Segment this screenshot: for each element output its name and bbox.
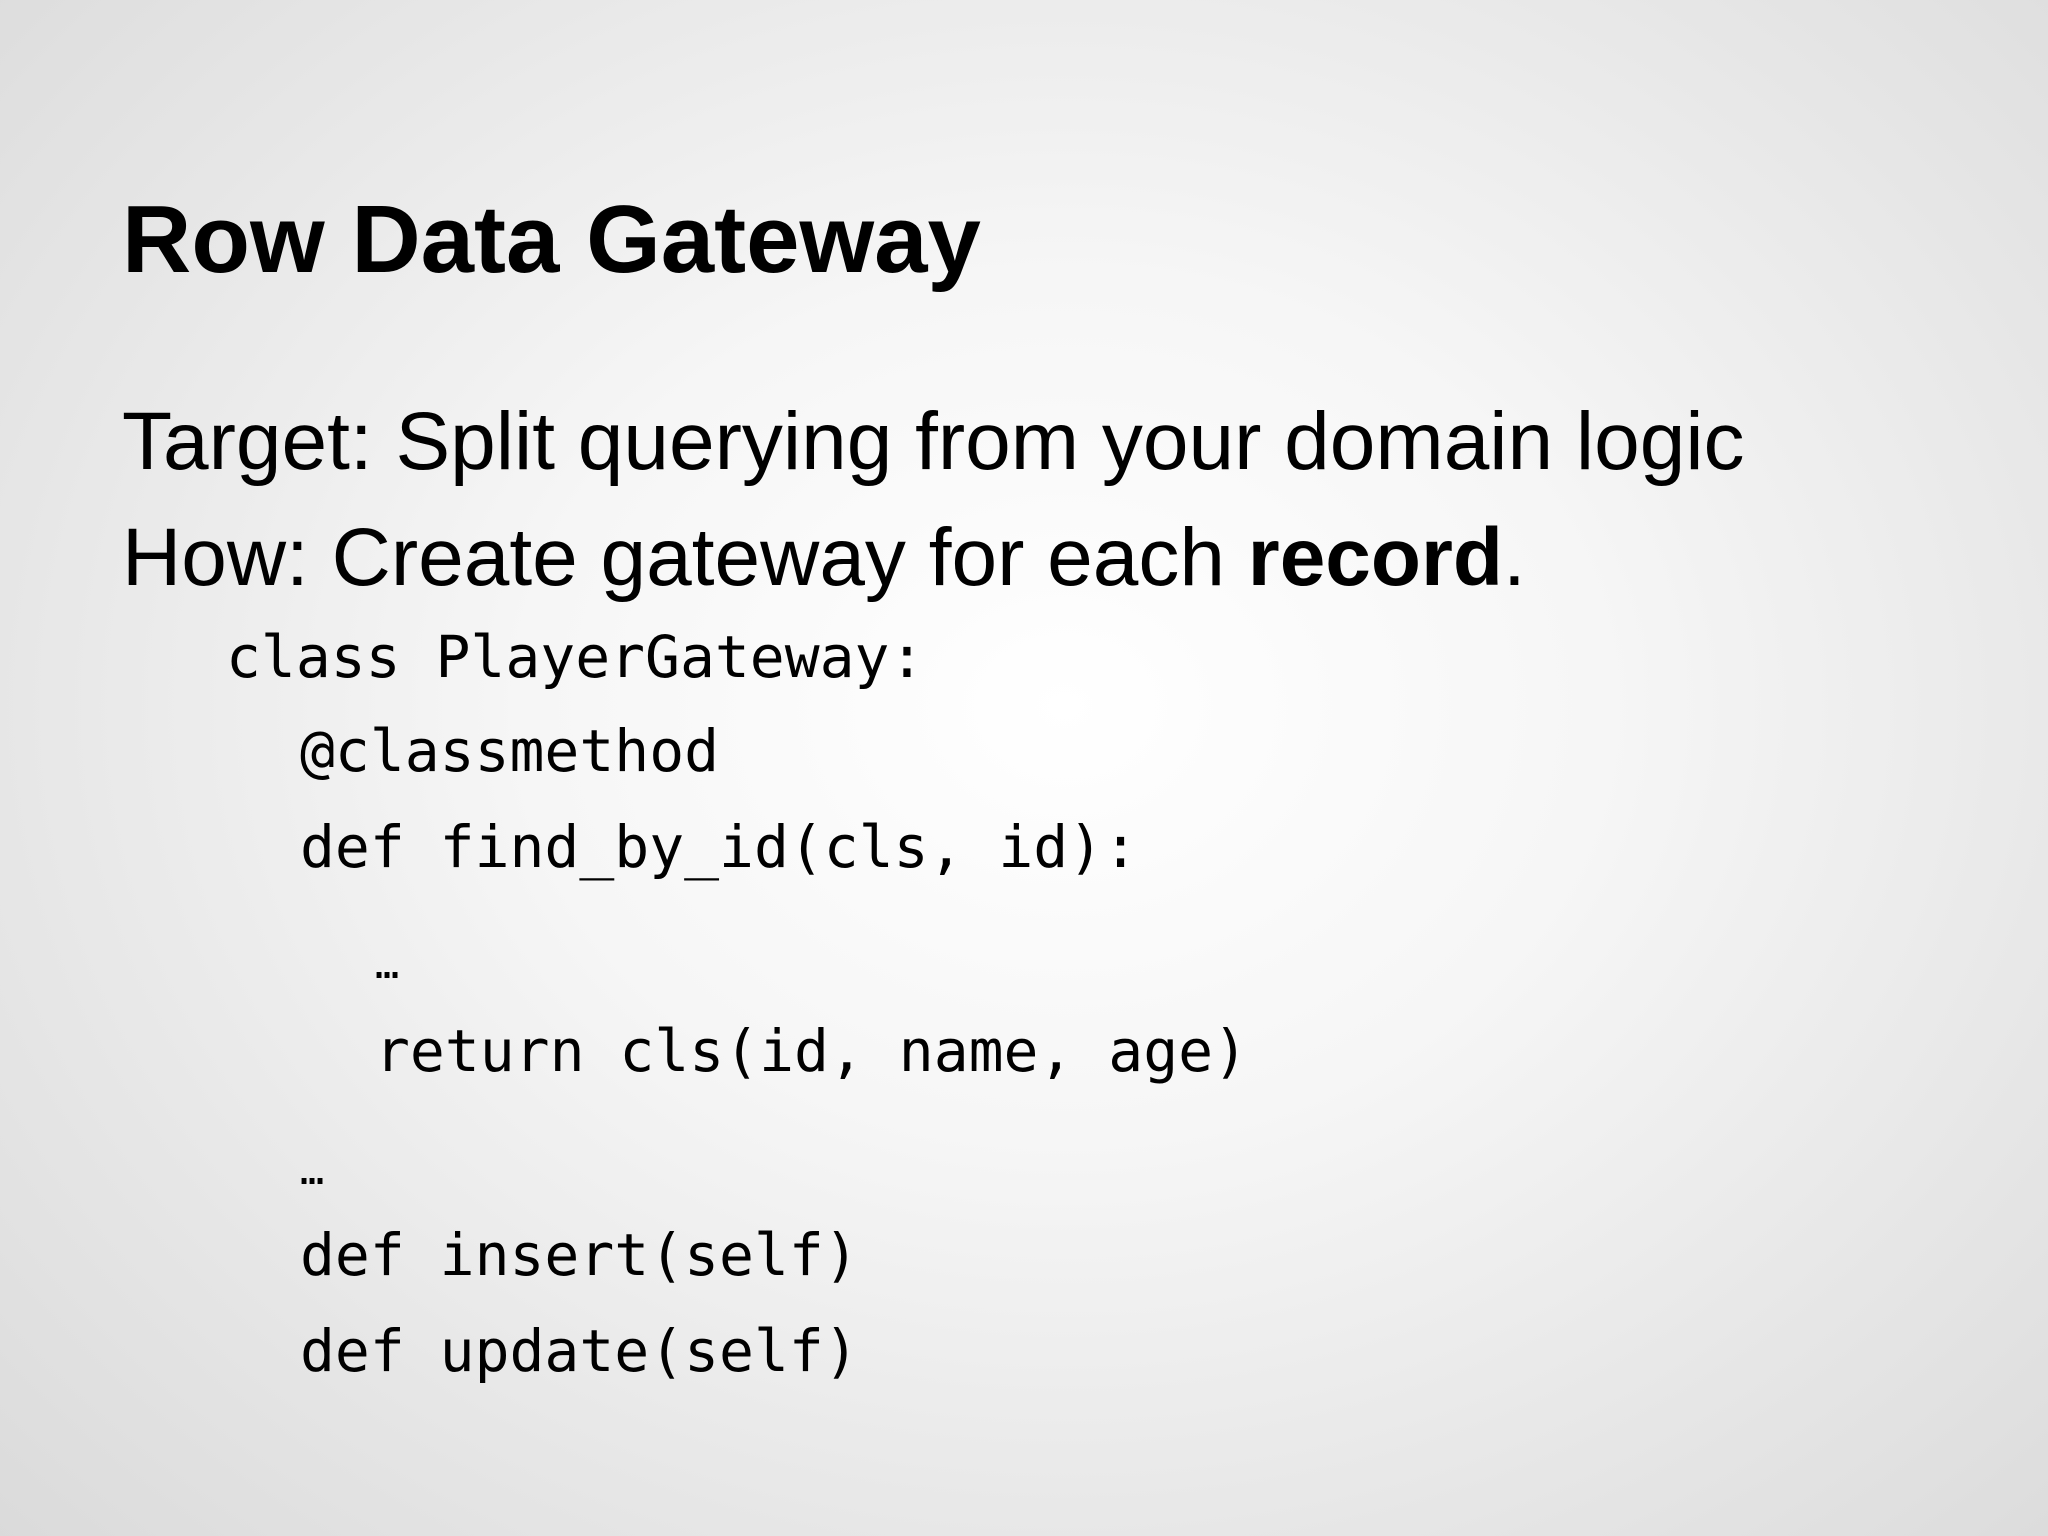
code-line-update: def update(self) xyxy=(300,1317,859,1385)
code-line-find-by-id: def find_by_id(cls, id): xyxy=(300,813,1139,881)
how-suffix: . xyxy=(1503,512,1526,603)
code-line-return: return cls(id, name, age) xyxy=(375,1017,1248,1085)
target-line: Target: Split querying from your domain … xyxy=(122,396,1745,487)
code-line-ellipsis-inner: … xyxy=(375,942,400,988)
code-line-class-def: class PlayerGateway: xyxy=(226,623,925,691)
code-line-decorator: @classmethod xyxy=(300,717,720,785)
how-prefix: How: Create gateway for each xyxy=(122,512,1248,603)
code-line-ellipsis-outer: … xyxy=(300,1148,325,1194)
how-emphasis: record xyxy=(1247,512,1503,603)
code-line-insert: def insert(self) xyxy=(300,1221,859,1289)
slide-title: Row Data Gateway xyxy=(122,186,981,293)
how-line: How: Create gateway for each record. xyxy=(122,508,1526,608)
